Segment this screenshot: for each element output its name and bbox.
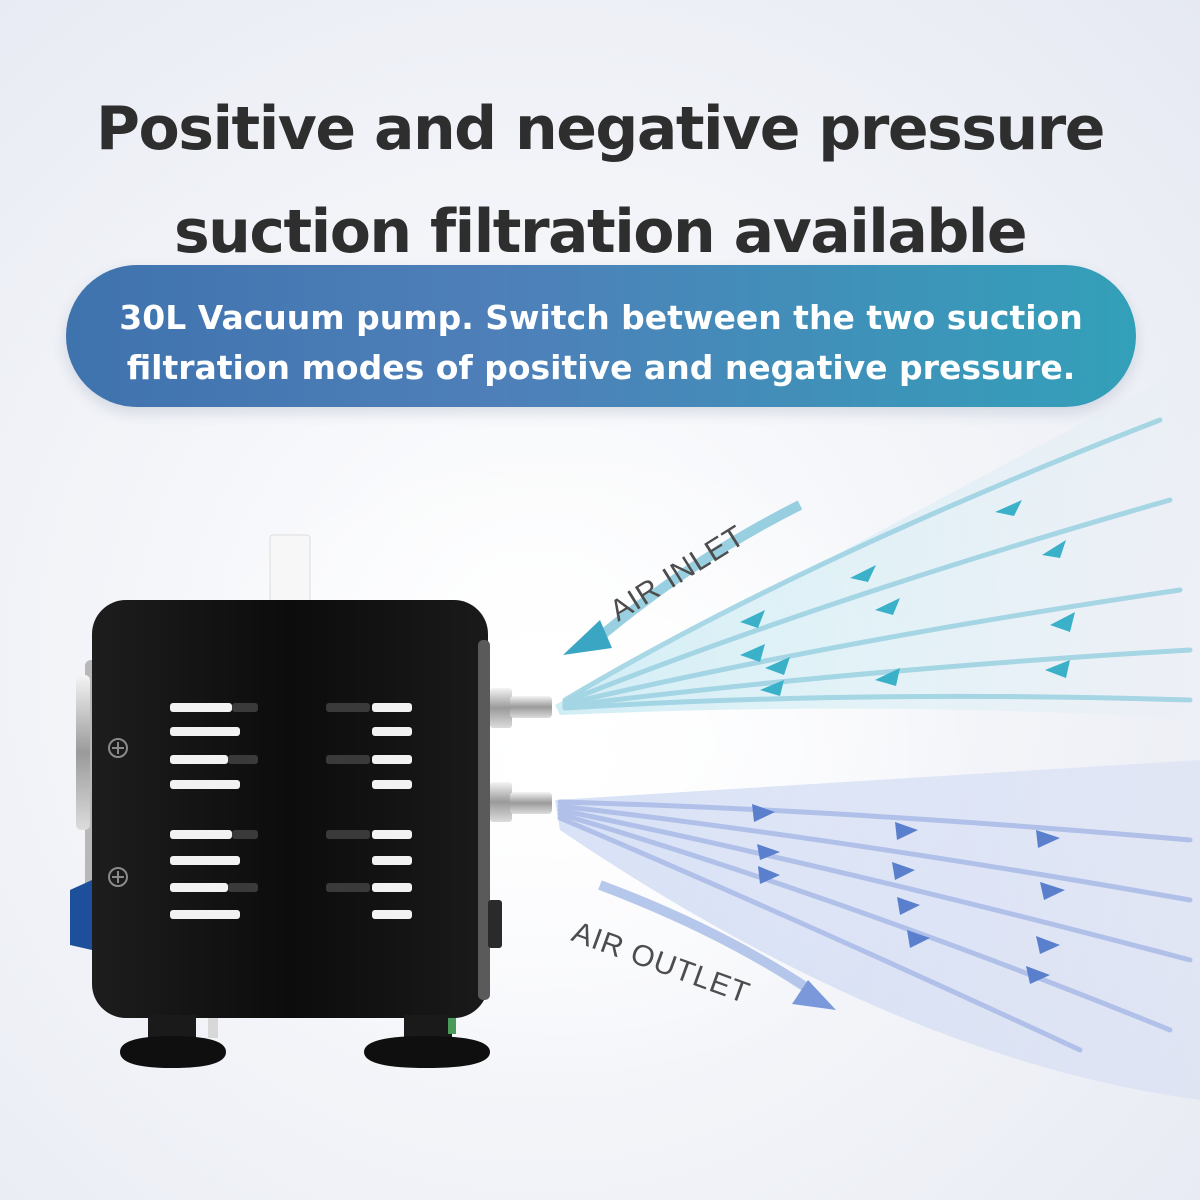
- inlet-big-arrow-icon: [563, 620, 612, 655]
- vent-shadows: [228, 703, 370, 892]
- pump-feet: [120, 1015, 490, 1068]
- inlet-big-arrow-shaft: [586, 500, 803, 649]
- feature-banner-text: 30L Vacuum pump. Switch between the two …: [66, 293, 1136, 393]
- inlet-fitting: [490, 688, 552, 728]
- outlet-streams: [557, 799, 1193, 1053]
- vent-slots: [170, 703, 412, 919]
- outlet-flow-arrows: [752, 804, 1065, 984]
- power-switch[interactable]: [70, 880, 92, 950]
- inlet-streams: [562, 417, 1193, 711]
- headline-line-1: Positive and negative pressure: [96, 94, 1105, 164]
- banner-line-1: 30L Vacuum pump. Switch between the two …: [119, 298, 1083, 337]
- outlet-big-arrow-icon: [792, 980, 836, 1010]
- pump-body-edge: [478, 640, 490, 1000]
- outlet-big-arrow-shaft: [598, 880, 813, 995]
- inlet-flow-arrows: [740, 500, 1075, 696]
- page-headline: Positive and negative pressure suction f…: [0, 78, 1200, 284]
- outlet-fitting: [490, 782, 552, 822]
- banner-line-2: filtration modes of positive and negativ…: [126, 348, 1076, 387]
- top-tube: [269, 534, 311, 606]
- headline-line-2: suction filtration available: [173, 197, 1028, 267]
- side-connector: [488, 900, 502, 948]
- plus-screw-icon: [108, 738, 128, 887]
- feature-banner: 30L Vacuum pump. Switch between the two …: [66, 265, 1136, 407]
- side-handle: [76, 675, 90, 830]
- pump-body: [92, 600, 488, 1018]
